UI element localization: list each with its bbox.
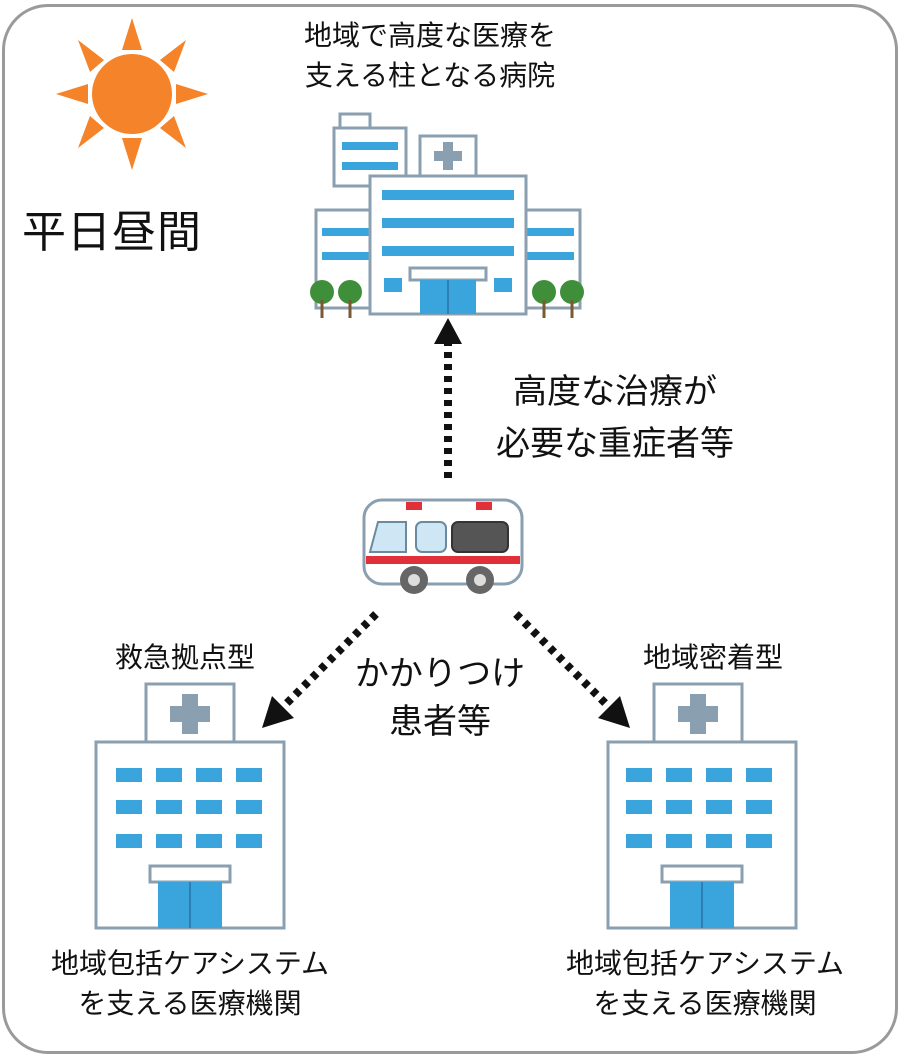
large-hospital-icon bbox=[310, 112, 584, 318]
top-hospital-line1: 地域で高度な医療を bbox=[303, 19, 556, 52]
top-hospital-line2: 支える柱となる病院 bbox=[304, 59, 556, 92]
diagram-artwork bbox=[56, 18, 798, 930]
left-facility-caption: 地域包括ケアシステム を支える医療機関 bbox=[0, 944, 380, 1024]
left-facility-line2: を支える医療機関 bbox=[78, 987, 302, 1020]
route-top-line1: 高度な治療が bbox=[513, 372, 717, 412]
right-facility-line1: 地域包括ケアシステム bbox=[565, 947, 845, 980]
clinic-icon bbox=[606, 682, 798, 930]
clinic-icon bbox=[94, 682, 286, 930]
route-top-label: 高度な治療が 必要な重症者等 bbox=[470, 366, 760, 470]
left-facility-type: 救急拠点型 bbox=[114, 641, 255, 674]
route-top-line2: 必要な重症者等 bbox=[496, 424, 734, 464]
route-bottom-line1: かかりつけ bbox=[354, 654, 526, 694]
sun-icon bbox=[56, 18, 208, 170]
right-facility-type: 地域密着型 bbox=[642, 641, 783, 674]
right-facility-caption: 地域包括ケアシステム を支える医療機関 bbox=[520, 944, 890, 1024]
top-hospital-label: 地域で高度な医療を 支える柱となる病院 bbox=[250, 16, 610, 96]
time-label: 平日昼間 bbox=[22, 207, 202, 258]
arrow-to-right-facility bbox=[513, 611, 630, 728]
route-bottom-line2: 患者等 bbox=[389, 702, 491, 742]
arrow-to-hospital bbox=[434, 318, 462, 478]
arrow-to-left-facility bbox=[262, 611, 379, 728]
ambulance-icon bbox=[362, 498, 524, 594]
route-bottom-label: かかりつけ 患者等 bbox=[330, 650, 550, 746]
right-facility-line2: を支える医療機関 bbox=[593, 987, 817, 1020]
left-facility-line1: 地域包括ケアシステム bbox=[50, 947, 330, 980]
